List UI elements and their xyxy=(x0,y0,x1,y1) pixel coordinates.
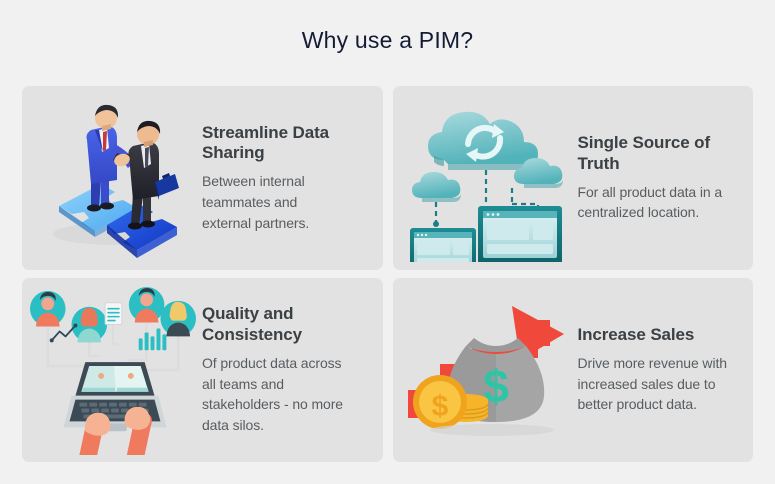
card-single-source-of-truth[interactable]: Single Source of Truth For all product d… xyxy=(392,86,753,270)
card-streamline-data-sharing[interactable]: Streamline Data Sharing Between internal… xyxy=(22,86,383,270)
laptop-team-avatars-illustration xyxy=(28,285,198,455)
card-heading: Single Source of Truth xyxy=(577,133,711,173)
hands-typing xyxy=(79,406,152,455)
card-heading: Increase Sales xyxy=(577,325,695,345)
card-heading: Streamline Data Sharing xyxy=(202,122,329,163)
card-text-block: Streamline Data Sharing Between internal… xyxy=(198,123,358,234)
cloud-small-right xyxy=(514,158,563,188)
card-heading: Quality and Consistency xyxy=(202,304,302,345)
laptop-device xyxy=(410,228,476,262)
svg-text:$: $ xyxy=(432,390,449,423)
money-bag-growth-illustration: $ xyxy=(399,285,574,455)
avatar-3 xyxy=(128,286,165,323)
page-title: Why use a PIM? xyxy=(301,27,474,53)
person-left xyxy=(86,104,135,212)
dollar-coin: $ xyxy=(413,375,467,429)
handshake-puzzle-illustration xyxy=(28,93,198,263)
bar-chart-icon xyxy=(138,328,167,351)
card-text-block: Increase Sales Drive more revenue with i… xyxy=(574,325,748,415)
card-body: For all product data in a centralized lo… xyxy=(577,183,723,221)
card-text-block: Single Source of Truth For all product d… xyxy=(574,133,748,223)
cloud-small-left xyxy=(412,172,461,202)
avatar-4 xyxy=(160,300,197,337)
card-increase-sales[interactable]: $ xyxy=(392,278,753,462)
sync-arrows-icon xyxy=(465,125,504,160)
monitor-device xyxy=(478,206,562,262)
line-chart-icon xyxy=(50,324,77,342)
cloud-sync-devices-illustration xyxy=(399,93,574,263)
card-quality-and-consistency[interactable]: Quality and Consistency Of product data … xyxy=(22,278,383,462)
benefits-card-grid: Streamline Data Sharing Between internal… xyxy=(22,86,753,462)
avatar-1 xyxy=(29,290,66,327)
card-body: Drive more revenue with increased sales … xyxy=(577,354,728,413)
cloud-main xyxy=(428,111,538,170)
person-right xyxy=(113,120,179,230)
card-text-block: Quality and Consistency Of product data … xyxy=(198,304,370,435)
card-body: Of product data across all teams and sta… xyxy=(202,354,343,433)
avatar-2 xyxy=(71,306,108,343)
card-body: Between internal teammates and external … xyxy=(202,173,310,231)
document-icon xyxy=(104,302,123,326)
